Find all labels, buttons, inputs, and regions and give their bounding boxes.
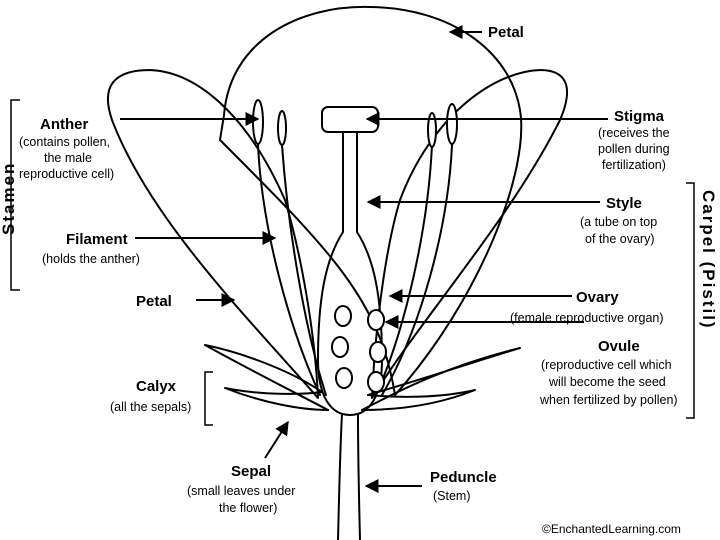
filament-left-2 <box>281 144 327 396</box>
label-stigma-desc-1: (receives the <box>598 126 670 140</box>
stamen-bracket <box>10 99 20 291</box>
peduncle-stem <box>337 413 361 540</box>
right-petal <box>371 69 569 399</box>
filament-left-1 <box>257 144 321 396</box>
pistil <box>317 131 383 416</box>
label-anther-desc-1: (contains pollen, <box>19 135 110 149</box>
anther-right-2 <box>446 103 458 145</box>
ovule-6 <box>367 371 385 393</box>
label-anther-desc-2: the male <box>44 151 92 165</box>
label-peduncle: Peduncle <box>430 469 497 486</box>
ovule-2 <box>367 309 385 331</box>
calyx-bracket <box>204 371 213 426</box>
back-petal <box>219 5 523 396</box>
filament-right-2 <box>381 144 453 396</box>
label-style: Style <box>606 195 642 212</box>
label-stamen: Stamen <box>0 162 18 235</box>
right-sepal-lower <box>361 389 476 411</box>
anther-left-2 <box>277 110 287 146</box>
label-stigma: Stigma <box>614 108 665 125</box>
ovule-4 <box>369 341 387 363</box>
label-anther: Anther <box>40 116 88 133</box>
label-peduncle-desc: (Stem) <box>433 489 471 503</box>
label-ovule-desc-1: (reproductive cell which <box>541 358 672 372</box>
label-filament: Filament <box>66 231 128 248</box>
credit-text: ©EnchantedLearning.com <box>542 522 681 536</box>
label-carpel: Carpel (Pistil) <box>699 190 718 330</box>
label-petal-top: Petal <box>488 24 524 41</box>
label-sepal: Sepal <box>231 463 271 480</box>
ovule-3 <box>331 336 349 358</box>
ovule-1 <box>334 305 352 327</box>
label-ovule: Ovule <box>598 338 640 355</box>
label-anther-desc-3: reproductive cell) <box>19 167 114 181</box>
label-style-desc-2: of the ovary) <box>585 232 654 246</box>
label-ovule-desc-2: will become the seed <box>548 375 666 389</box>
label-stigma-desc-3: fertilization) <box>602 158 666 172</box>
label-petal-left: Petal <box>136 293 172 310</box>
filament-right-1 <box>375 144 433 396</box>
left-sepal-lower <box>224 387 329 411</box>
label-sepal-desc-2: the flower) <box>219 501 277 515</box>
label-sepal-desc-1: (small leaves under <box>187 484 295 498</box>
left-petal <box>106 69 319 399</box>
label-calyx-desc: (all the sepals) <box>110 400 191 414</box>
ovule-5 <box>335 367 353 389</box>
label-stigma-desc-2: pollen during <box>598 142 670 156</box>
label-ovary: Ovary <box>576 289 619 306</box>
label-ovule-desc-3: when fertilized by pollen) <box>539 393 678 407</box>
label-filament-desc: (holds the anther) <box>42 252 140 266</box>
anther-left-1 <box>252 99 264 145</box>
label-calyx: Calyx <box>136 378 177 395</box>
label-style-desc-1: (a tube on top <box>580 215 657 229</box>
left-sepal <box>204 344 329 411</box>
label-ovary-desc: (female reproductive organ) <box>510 311 664 325</box>
carpel-bracket <box>686 182 695 419</box>
right-sepal <box>361 347 521 411</box>
anther-right-1 <box>427 112 437 148</box>
arrow-sepal <box>264 420 289 459</box>
